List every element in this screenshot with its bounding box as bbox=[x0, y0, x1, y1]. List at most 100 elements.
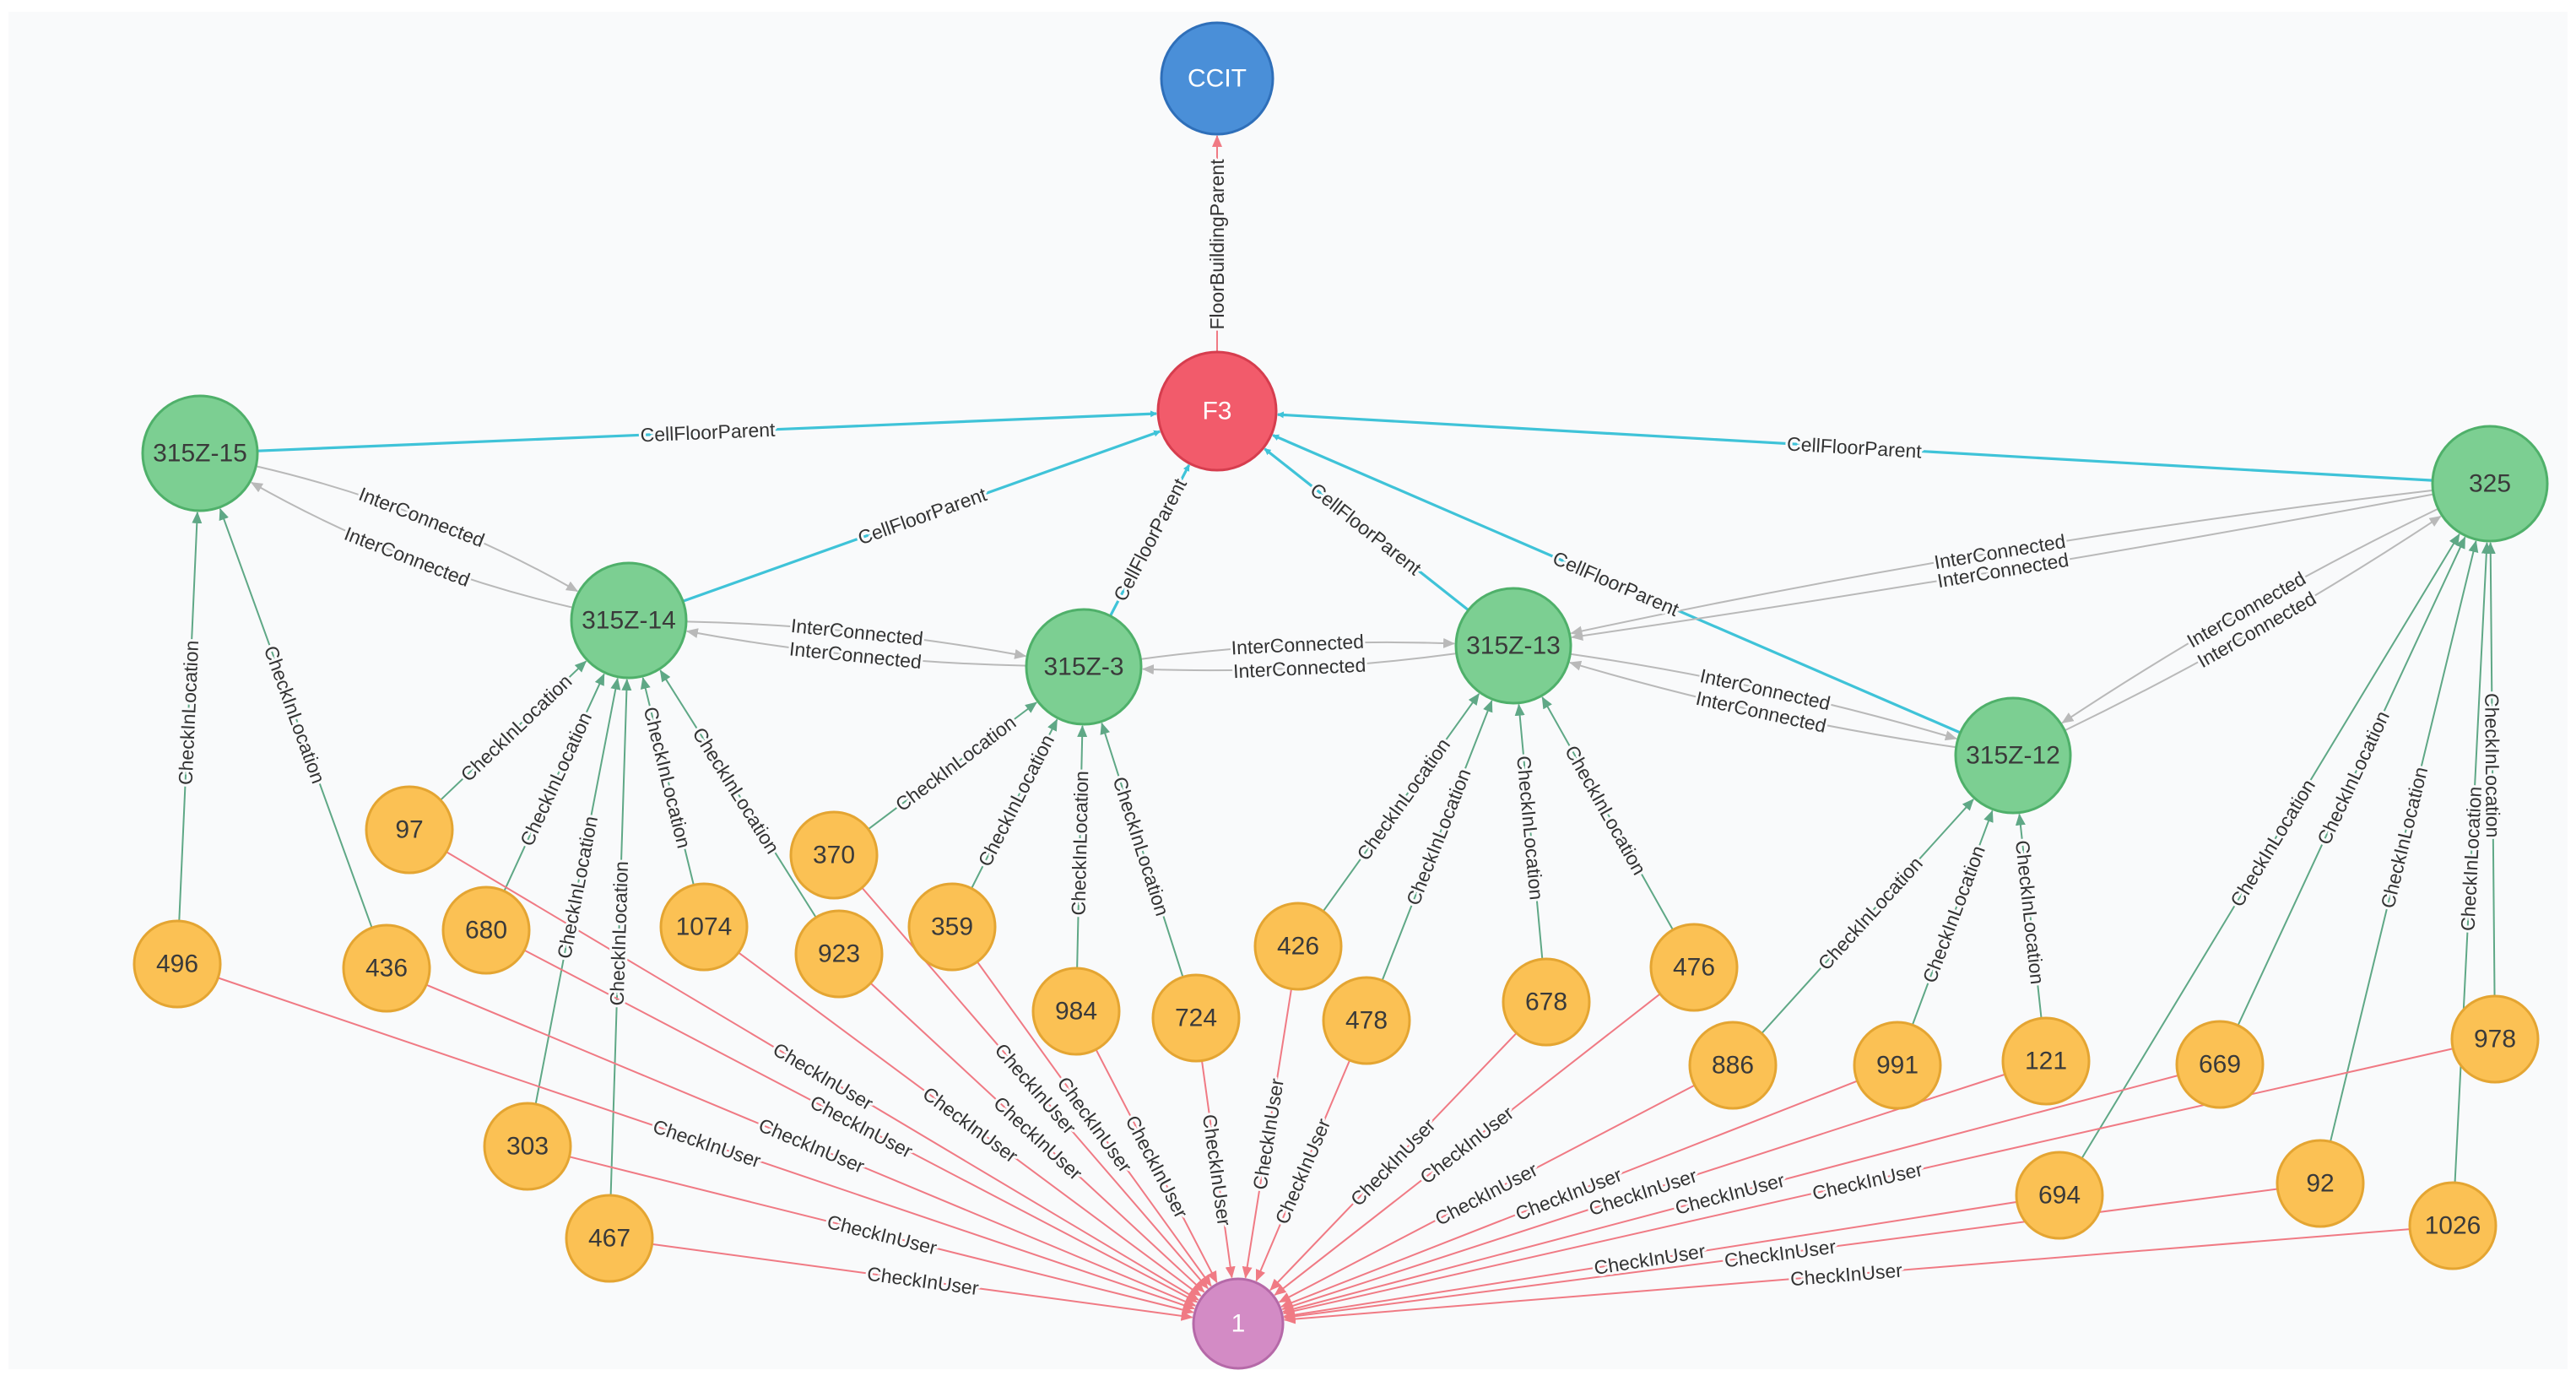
edge-checkinuser-303-to-1[interactable] bbox=[569, 1156, 1194, 1315]
edge-checkinlocation-678-to-315z-13[interactable] bbox=[1514, 703, 1544, 960]
edge-checkinuser-694-to-1[interactable] bbox=[1283, 1200, 2017, 1320]
edge-checkinuser-370-to-1[interactable] bbox=[861, 886, 1209, 1290]
node-circle-97[interactable] bbox=[365, 785, 454, 875]
edge-checkinuser-476-to-1[interactable] bbox=[1274, 993, 1661, 1296]
edge-interconnected-315z-13-to-315z-3[interactable] bbox=[1141, 653, 1457, 675]
node-cell-315z-12[interactable]: 315Z-12 bbox=[1954, 696, 2072, 815]
edge-checkinuser-467-to-1[interactable] bbox=[652, 1243, 1193, 1321]
edge-checkinuser-724-to-1[interactable] bbox=[1200, 1060, 1236, 1279]
edge-interconnected-325-to-315z-12[interactable] bbox=[2061, 507, 2439, 724]
edge-checkinlocation-97-to-315z-14[interactable] bbox=[440, 660, 587, 801]
node-circle-991[interactable] bbox=[1853, 1021, 1942, 1110]
node-circle-678[interactable] bbox=[1502, 957, 1591, 1047]
edge-checkinuser-359-to-1[interactable] bbox=[977, 961, 1212, 1287]
edge-cellfloorparent-315z-3-to-f3[interactable] bbox=[1109, 463, 1191, 617]
edge-checkinuser-680-to-1[interactable] bbox=[523, 949, 1199, 1303]
node-circle-315z-15[interactable] bbox=[141, 394, 259, 512]
edge-checkinuser-1074-to-1[interactable] bbox=[738, 951, 1202, 1297]
edge-checkinuser-669-to-1[interactable] bbox=[1282, 1075, 2178, 1314]
edge-interconnected-315z-14-to-315z-15[interactable] bbox=[250, 481, 573, 609]
node-checkin-476[interactable]: 476 bbox=[1649, 923, 1739, 1012]
edge-checkinlocation-680-to-315z-14[interactable] bbox=[503, 673, 605, 892]
edge-checkinuser-1026-to-1[interactable] bbox=[1283, 1228, 2411, 1324]
edge-cellfloorparent-315z-15-to-f3[interactable] bbox=[257, 410, 1158, 452]
node-floor-f3[interactable]: F3 bbox=[1156, 350, 1278, 472]
node-checkin-991[interactable]: 991 bbox=[1853, 1021, 1942, 1110]
edge-interconnected-315z-12-to-325[interactable] bbox=[2064, 515, 2442, 732]
edge-interconnected-315z-13-to-315z-12[interactable] bbox=[1570, 653, 1957, 741]
node-checkin-467[interactable]: 467 bbox=[565, 1194, 654, 1283]
node-circle-315z-13[interactable] bbox=[1454, 587, 1572, 705]
node-circle-426[interactable] bbox=[1253, 902, 1343, 991]
edge-cellfloorparent-315z-12-to-f3[interactable] bbox=[1272, 434, 1962, 734]
node-circle-724[interactable] bbox=[1151, 973, 1241, 1063]
edge-checkinlocation-724-to-315z-3[interactable] bbox=[1100, 722, 1184, 978]
node-checkin-426[interactable]: 426 bbox=[1253, 902, 1343, 991]
node-circle-496[interactable] bbox=[133, 919, 222, 1009]
node-circle-315z-12[interactable] bbox=[1954, 696, 2072, 815]
edge-checkinlocation-1074-to-315z-14[interactable] bbox=[640, 677, 695, 885]
edge-cellfloorparent-315z-13-to-f3[interactable] bbox=[1264, 447, 1469, 612]
edge-checkinlocation-991-to-315z-12[interactable] bbox=[1911, 810, 1994, 1026]
node-circle-886[interactable] bbox=[1688, 1021, 1778, 1110]
node-checkin-359[interactable]: 359 bbox=[907, 882, 997, 972]
node-circle-978[interactable] bbox=[2450, 994, 2540, 1084]
node-circle-303[interactable] bbox=[483, 1102, 572, 1191]
node-circle-f3[interactable] bbox=[1156, 350, 1278, 472]
node-checkin-496[interactable]: 496 bbox=[133, 919, 222, 1009]
node-circle-476[interactable] bbox=[1649, 923, 1739, 1012]
node-checkin-669[interactable]: 669 bbox=[2175, 1020, 2265, 1109]
edge-checkinuser-678-to-1[interactable] bbox=[1269, 1032, 1518, 1292]
edge-interconnected-325-to-315z-13[interactable] bbox=[1571, 493, 2434, 642]
edge-checkinlocation-467-to-315z-14[interactable] bbox=[609, 678, 632, 1196]
node-checkin-370[interactable]: 370 bbox=[789, 810, 879, 900]
node-circle-436[interactable] bbox=[342, 923, 431, 1013]
edge-checkinlocation-1026-to-325[interactable] bbox=[2454, 541, 2492, 1183]
edge-interconnected-325-to-315z-13[interactable] bbox=[1570, 489, 2433, 636]
node-circle-370[interactable] bbox=[789, 810, 879, 900]
node-checkin-886[interactable]: 886 bbox=[1688, 1021, 1778, 1110]
node-checkin-978[interactable]: 978 bbox=[2450, 994, 2540, 1084]
edge-checkinlocation-886-to-315z-12[interactable] bbox=[1761, 799, 1974, 1034]
node-building-ccit[interactable]: CCIT bbox=[1160, 21, 1274, 136]
edge-checkinlocation-303-to-315z-14[interactable] bbox=[534, 677, 621, 1105]
edge-checkinuser-92-to-1[interactable] bbox=[1283, 1188, 2278, 1322]
edge-checkinuser-436-to-1[interactable] bbox=[425, 983, 1197, 1307]
node-circle-1026[interactable] bbox=[2408, 1181, 2498, 1270]
node-checkin-121[interactable]: 121 bbox=[2001, 1016, 2091, 1106]
edge-checkinlocation-359-to-315z-3[interactable] bbox=[971, 718, 1058, 889]
node-circle-1074[interactable] bbox=[659, 882, 749, 972]
edge-checkinuser-478-to-1[interactable] bbox=[1255, 1059, 1351, 1282]
node-checkin-1074[interactable]: 1074 bbox=[659, 882, 749, 972]
node-checkin-478[interactable]: 478 bbox=[1322, 976, 1411, 1065]
edge-checkinlocation-476-to-315z-13[interactable] bbox=[1541, 696, 1674, 931]
node-cell-315z-14[interactable]: 315Z-14 bbox=[570, 561, 688, 680]
edge-cellfloorparent-315z-14-to-f3[interactable] bbox=[682, 430, 1161, 603]
node-circle-121[interactable] bbox=[2001, 1016, 2091, 1106]
node-circle-680[interactable] bbox=[441, 885, 531, 975]
node-cell-315z-15[interactable]: 315Z-15 bbox=[141, 394, 259, 512]
edge-cellfloorparent-325-to-f3[interactable] bbox=[1276, 411, 2433, 482]
edge-checkinlocation-694-to-325[interactable] bbox=[2081, 533, 2460, 1159]
edge-checkinlocation-436-to-315z-15[interactable] bbox=[219, 507, 373, 929]
edge-checkinlocation-92-to-325[interactable] bbox=[2330, 540, 2479, 1142]
node-cell-315z-3[interactable]: 315Z-3 bbox=[1025, 608, 1143, 726]
edge-checkinuser-923-to-1[interactable] bbox=[869, 982, 1205, 1293]
edge-checkinlocation-370-to-315z-3[interactable] bbox=[868, 701, 1037, 831]
edge-interconnected-315z-3-to-315z-13[interactable] bbox=[1140, 637, 1456, 660]
edge-checkinuser-984-to-1[interactable] bbox=[1095, 1048, 1218, 1284]
edge-checkinlocation-978-to-325[interactable] bbox=[2485, 541, 2496, 997]
node-circle-359[interactable] bbox=[907, 882, 997, 972]
edge-interconnected-315z-12-to-315z-13[interactable] bbox=[1569, 660, 1956, 749]
node-checkin-436[interactable]: 436 bbox=[342, 923, 431, 1013]
node-circle-1[interactable] bbox=[1192, 1277, 1285, 1370]
edge-checkinlocation-923-to-315z-14[interactable] bbox=[659, 669, 817, 918]
node-checkin-97[interactable]: 97 bbox=[365, 785, 454, 875]
node-checkin-303[interactable]: 303 bbox=[483, 1102, 572, 1191]
node-user-1[interactable]: 1 bbox=[1192, 1277, 1285, 1370]
edge-checkinlocation-121-to-315z-12[interactable] bbox=[2015, 813, 2043, 1019]
node-checkin-92[interactable]: 92 bbox=[2276, 1139, 2365, 1228]
node-circle-92[interactable] bbox=[2276, 1139, 2365, 1228]
